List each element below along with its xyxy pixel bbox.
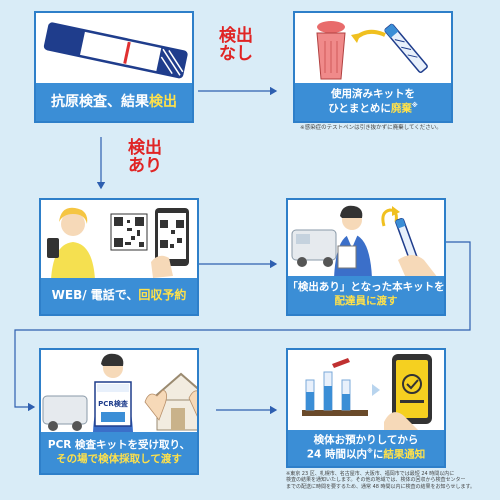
result-caption-line2-mid: に: [372, 448, 384, 461]
pcr-caption-line1: PCR 検査キットを受け取り、: [47, 438, 191, 451]
arrow-handover-to-pcr: [14, 241, 471, 412]
step-card-result: 検体お預かりしてから 24 時間以内※に結果通知: [286, 348, 446, 468]
test-caption: 抗原検査、結果: [51, 93, 149, 110]
dispose-caption-highlight: 廃棄: [390, 102, 412, 115]
handover-caption-line1: 「検出あり」となった本キットを: [287, 281, 445, 294]
test-strip-icon: [36, 13, 192, 85]
trash-bin-icon: [295, 13, 451, 85]
result-caption-line2: 24 時間以内: [306, 448, 367, 461]
pcr-kit-icon: PCR検査: [41, 350, 197, 432]
qr-code-icon: [41, 200, 197, 280]
dispose-caption-line1: 使用済みキットを: [331, 88, 415, 101]
result-note-line2: 検査の結果を通知いたします。その他の地域では、検体の回収から検査センター: [286, 477, 466, 484]
step-card-reserve: WEB/ 電話で、回収予約: [39, 198, 199, 316]
step-card-dispose: 使用済みキットを ひとまとめに廃棄※: [293, 11, 453, 123]
result-note-line1: ※東京 23 区、札幌市、名古屋市、大阪市、福岡市では最短 24 時間以内に: [286, 471, 455, 477]
reserve-caption-highlight: 回収予約: [138, 288, 187, 303]
reserve-caption: WEB/ 電話で、: [51, 288, 139, 303]
step-card-handover: 「検出あり」となった本キットを 配達員に渡す: [286, 198, 446, 316]
result-note-line3: までの配送に時間を要するため、通常 48 時間以内に検査の結果をお知らせします。: [286, 483, 475, 490]
step-card-pcr: PCR検査 PCR 検査キットを受け取り、 その場で検体採取して渡す: [39, 348, 199, 475]
handover-caption-highlight: 配達員に渡す: [334, 295, 398, 307]
not-detected-label: 検出 なし: [219, 26, 253, 64]
delivery-person-icon: [288, 200, 444, 278]
smartphone-check-icon: [288, 350, 444, 430]
result-caption-highlight: 結果通知: [383, 448, 426, 461]
step-card-test: 抗原検査、結果検出: [34, 11, 194, 123]
result-caption-mark: ※: [366, 447, 373, 455]
dispose-caption-mark: ※: [411, 101, 418, 109]
test-caption-highlight: 検出: [149, 93, 177, 110]
pcr-kit-label: PCR検査: [98, 399, 129, 408]
detected-label: 検出 あり: [128, 138, 162, 176]
result-caption-line1: 検体お預かりしてから: [313, 434, 419, 447]
dispose-note: ※感染症のテストペンは引き抜かずに廃棄してください。: [300, 125, 442, 131]
result-note: ※東京 23 区、札幌市、名古屋市、大阪市、福岡市では最短 24 時間以内に 検…: [286, 471, 475, 490]
pcr-caption-highlight: その場で検体採取して渡す: [56, 452, 182, 465]
dispose-caption-line2: ひとまとめに: [328, 102, 391, 115]
